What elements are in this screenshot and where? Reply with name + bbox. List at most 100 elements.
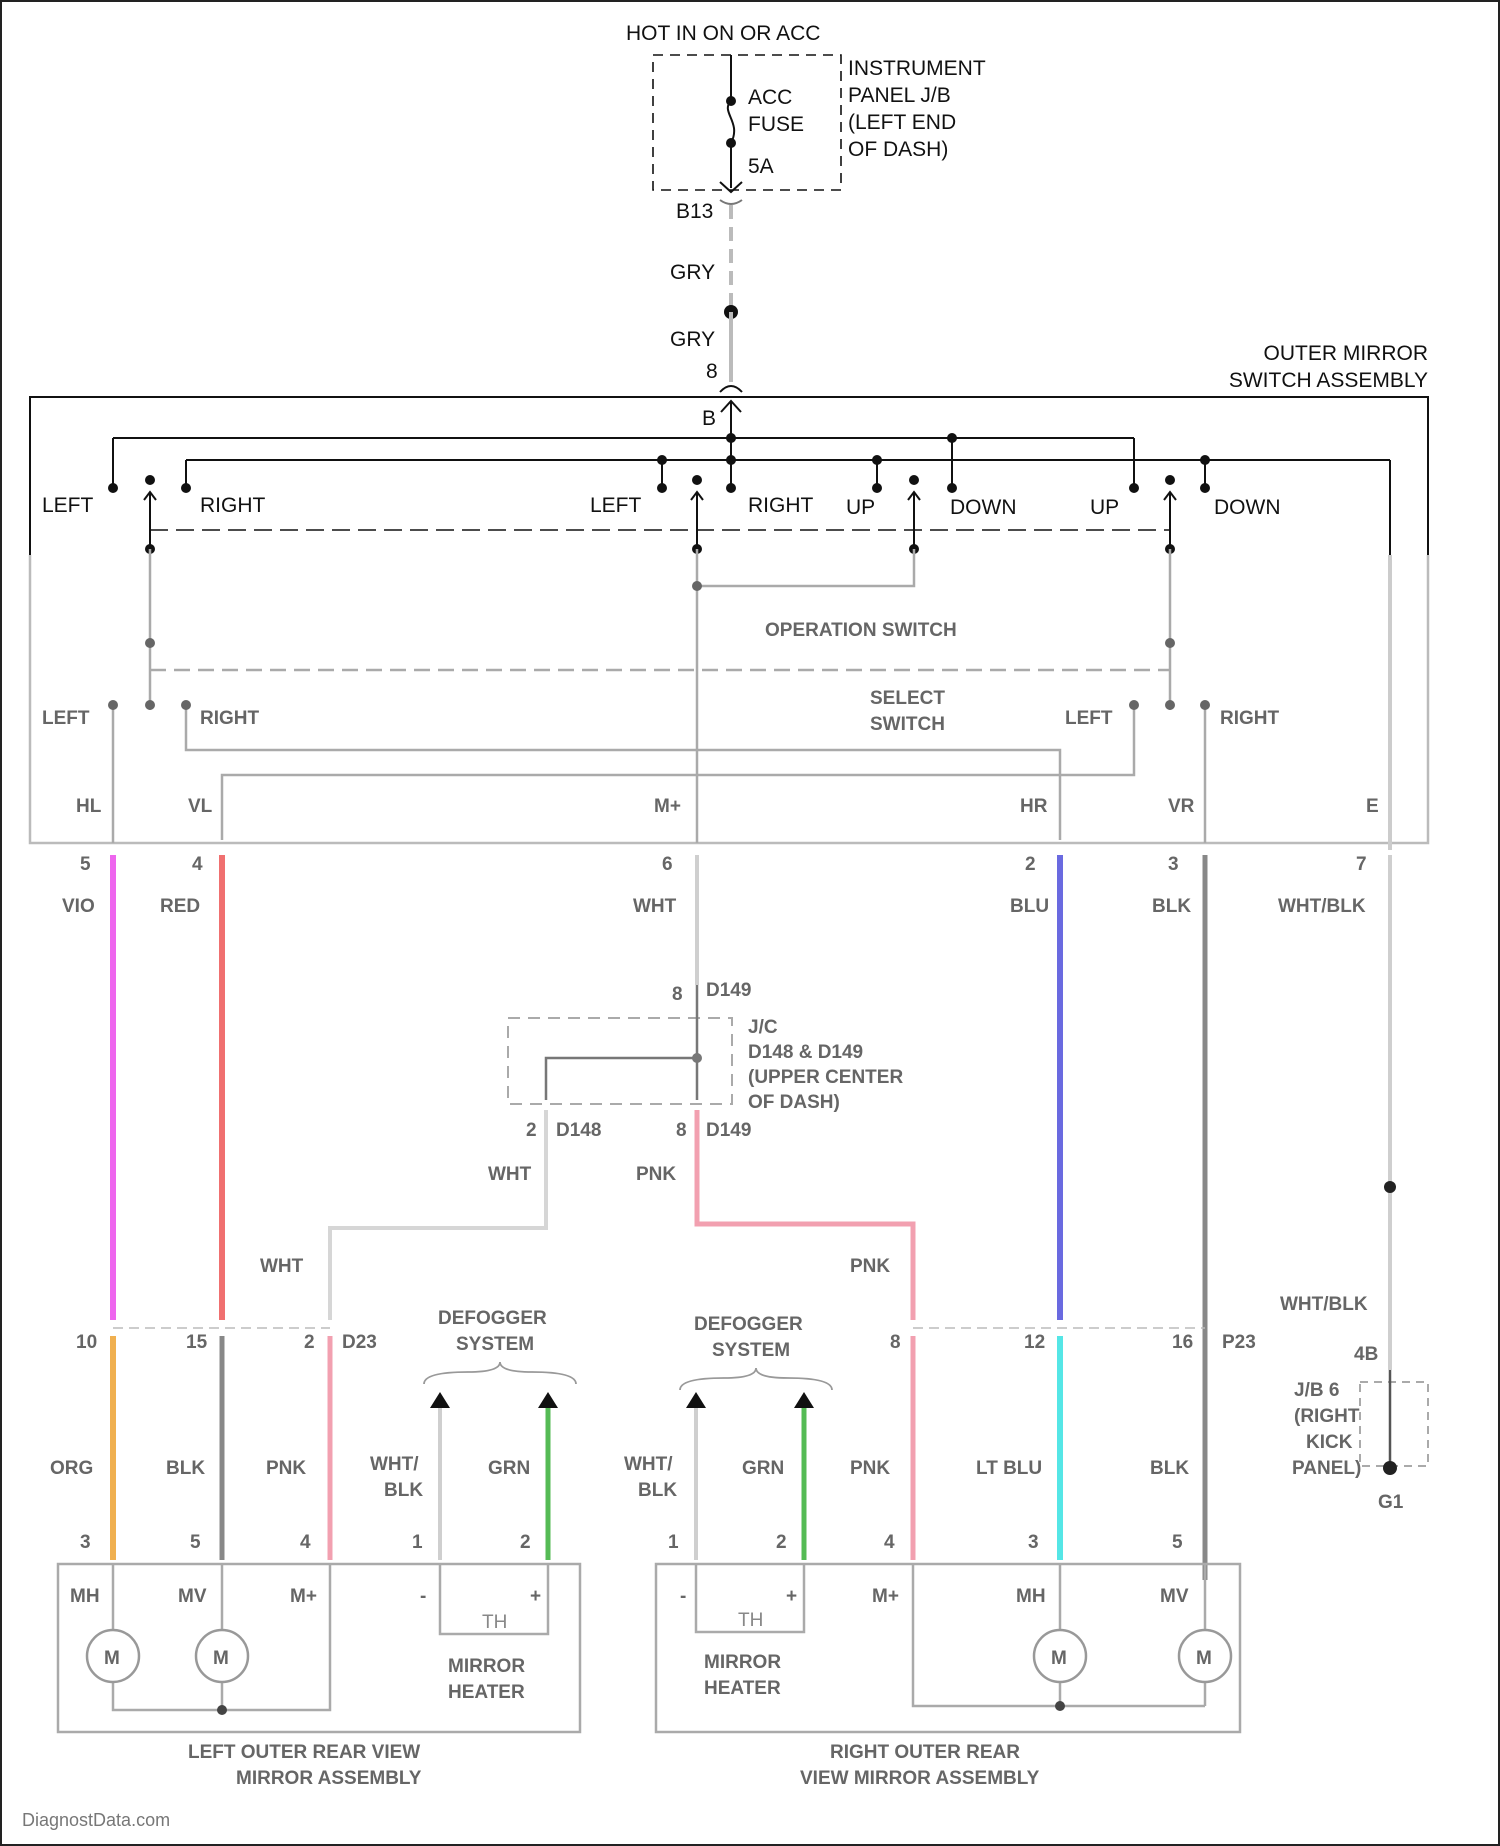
right-assembly-label-2: VIEW MIRROR ASSEMBLY	[800, 1768, 1040, 1789]
b13-connector-lower	[720, 200, 742, 204]
wire-label-pnk-mid-1: PNK	[636, 1164, 676, 1185]
wire-label-lt-blu: LT BLU	[976, 1458, 1042, 1479]
wire-label-grn-right: GRN	[742, 1458, 784, 1479]
switch-contacts	[108, 483, 1210, 493]
right-terminal-plus: +	[786, 1586, 797, 1607]
terminal-e: E	[1366, 796, 1379, 817]
sel-dot-3	[145, 700, 155, 710]
left-heater-label-1: MIRROR	[448, 1656, 525, 1677]
arm-1-top	[145, 475, 155, 485]
right-heater-label-1: MIRROR	[704, 1652, 781, 1673]
arm-1	[144, 492, 156, 548]
select-label-left-1: LEFT	[42, 708, 90, 729]
pin-vr: 3	[1168, 854, 1179, 875]
sel-dot-5	[692, 581, 702, 591]
right-mirror-pin-3: 4	[884, 1532, 895, 1553]
contact-label-left-1: LEFT	[42, 494, 94, 517]
pin-vl: 4	[192, 854, 203, 875]
defogger-left-label-2: SYSTEM	[456, 1334, 534, 1355]
terminal-vl: VL	[188, 796, 213, 817]
left-mirror-pin-1: 3	[80, 1532, 91, 1553]
ground-label: G1	[1378, 1492, 1404, 1513]
right-terminal-mv: MV	[1160, 1586, 1189, 1607]
fuse-label-line2: FUSE	[748, 113, 804, 136]
sel-dot-8	[1165, 700, 1175, 710]
contact-label-down-1: DOWN	[950, 496, 1017, 519]
sel-dot-7	[1129, 700, 1139, 710]
contact-label-right-1: RIGHT	[200, 494, 266, 517]
watermark: DiagnostData.com	[22, 1810, 170, 1830]
right-terminal-mh: MH	[1016, 1586, 1046, 1607]
defogger-right-label-1: DEFOGGER	[694, 1314, 803, 1335]
defogger-left-arrow-1-icon	[430, 1392, 450, 1408]
fuse-rating: 5A	[748, 155, 774, 178]
switch-assembly-title-2: SWITCH ASSEMBLY	[1229, 369, 1428, 392]
junction-left-conn: D148	[556, 1120, 601, 1141]
wire-label-pnk-left: PNK	[266, 1458, 306, 1479]
right-terminal-m-plus: M+	[872, 1586, 899, 1607]
right-mirror-pin-5: 5	[1172, 1532, 1183, 1553]
wire-label-blk: BLK	[1152, 896, 1191, 917]
left-terminal-mv: MV	[178, 1586, 207, 1607]
wire-label-wht-mid-2: WHT	[260, 1256, 304, 1277]
sel-dot-2	[108, 700, 118, 710]
terminal-vr: VR	[1168, 796, 1195, 817]
right-motor-v-label: M	[1196, 1648, 1212, 1669]
right-motor-junction	[1055, 1701, 1065, 1711]
junction-label-3: (UPPER CENTER	[748, 1067, 903, 1088]
left-assembly-label-1: LEFT OUTER REAR VIEW	[188, 1742, 420, 1763]
left-motor-junction	[217, 1705, 227, 1715]
left-motor-h-label: M	[104, 1648, 120, 1669]
right-mirror-pin-4: 3	[1028, 1532, 1039, 1553]
junction-node	[692, 1053, 702, 1063]
right-terminal-minus: -	[680, 1586, 686, 1607]
jb6-label-4: PANEL)	[1292, 1458, 1361, 1479]
jb6-label-2: (RIGHT	[1294, 1406, 1360, 1427]
contact-left-1	[108, 483, 118, 493]
fuse-label-line1: ACC	[748, 86, 792, 109]
gry-wire-label-1: GRY	[670, 261, 715, 284]
left-terminal-minus: -	[420, 1586, 426, 1607]
mid-conn-left-pin-2: 15	[186, 1332, 208, 1353]
jb-label-line4: OF DASH)	[848, 138, 948, 161]
select-switch-label-2: SWITCH	[870, 714, 945, 735]
left-terminal-m-plus: M+	[290, 1586, 317, 1607]
arm-4-top	[1165, 475, 1175, 485]
junction-label-4: OF DASH)	[748, 1092, 840, 1113]
junction-left-pin: 2	[526, 1120, 537, 1141]
pin-e: 7	[1356, 854, 1367, 875]
junction-top-pin: 8	[672, 984, 683, 1005]
contact-down-2	[1200, 483, 1210, 493]
wire-label-blu: BLU	[1010, 896, 1049, 917]
wire-label-wht-mid-1: WHT	[488, 1164, 532, 1185]
wire-label-wht-right-1: WHT/	[624, 1454, 673, 1475]
arm-4	[1164, 492, 1176, 548]
mid-conn-left-pin-1: 10	[76, 1332, 97, 1353]
pin-m-plus: 6	[662, 854, 673, 875]
switch-assembly-title-1: OUTER MIRROR	[1264, 342, 1429, 365]
jb6-label-3: KICK	[1306, 1432, 1353, 1453]
instrument-panel-jb-box	[653, 55, 841, 190]
mid-conn-right-pin-3: 16	[1172, 1332, 1193, 1353]
pin-b-label: B	[702, 407, 716, 430]
gry-wire-label-2: GRY	[670, 328, 715, 351]
jb6-ground-node	[1383, 1461, 1397, 1475]
sel-dot-6	[1165, 638, 1175, 648]
right-assembly-label-1: RIGHT OUTER REAR	[830, 1742, 1020, 1763]
contact-right-1	[181, 483, 191, 493]
mid-conn-right-pin-1: 8	[890, 1332, 901, 1353]
jb-label-line3: (LEFT END	[848, 111, 956, 134]
wht-blk-splice	[1384, 1181, 1396, 1193]
arm-3-top	[909, 475, 919, 485]
hr-wire-int	[222, 705, 1134, 840]
wire-label-wht: WHT	[633, 896, 677, 917]
wire-label-wht-left-2: BLK	[384, 1480, 423, 1501]
wire-label-blk-right: BLK	[1150, 1458, 1189, 1479]
left-mirror-pin-2: 5	[190, 1532, 201, 1553]
defogger-left-brace	[424, 1362, 576, 1384]
defogger-right-arrow-1-icon	[686, 1392, 706, 1408]
contact-label-up-1: UP	[846, 496, 875, 519]
contact-label-right-2: RIGHT	[748, 494, 814, 517]
